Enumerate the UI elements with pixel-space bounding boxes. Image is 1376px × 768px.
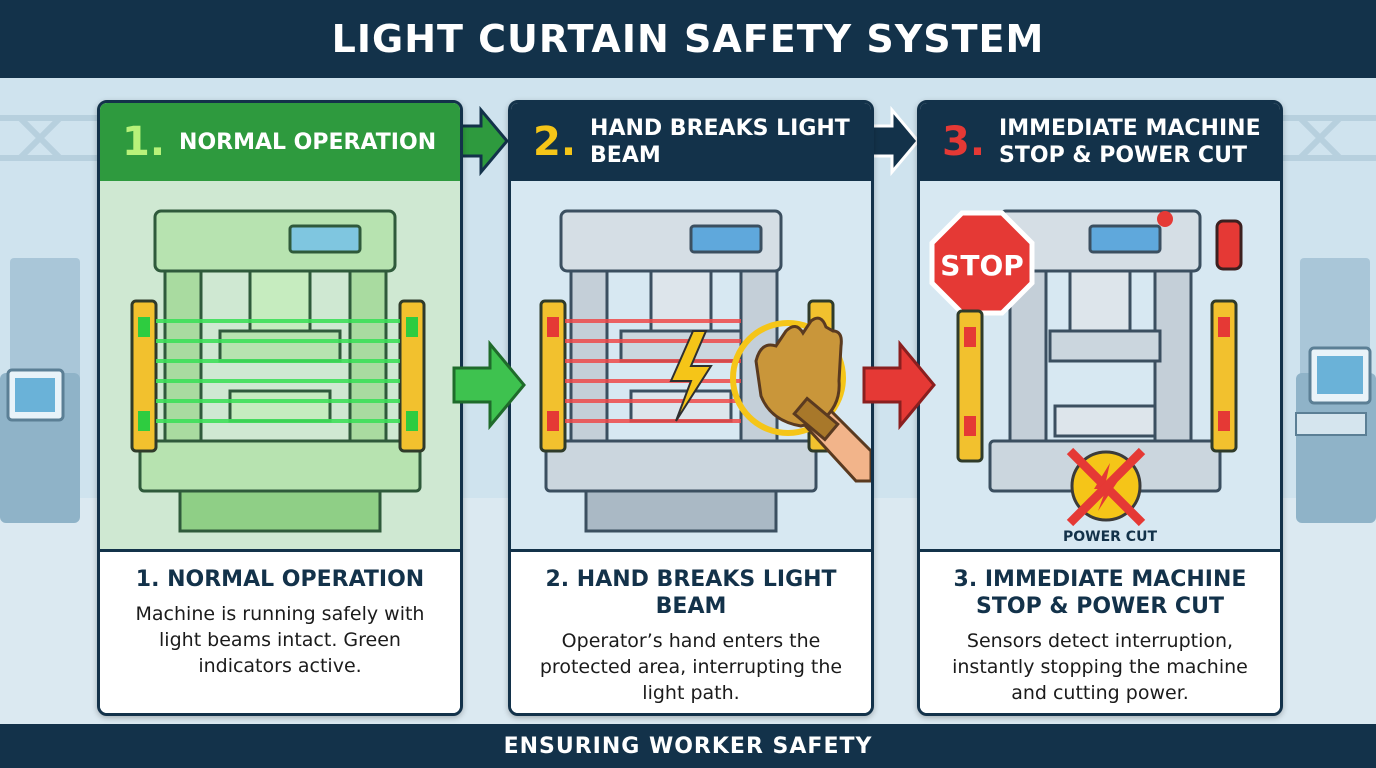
step-caption: 2. HAND BREAKS LIGHT BEAM Operator’s han… bbox=[511, 549, 871, 713]
page-title: LIGHT CURTAIN SAFETY SYSTEM bbox=[331, 17, 1045, 61]
light-curtain-receiver-right bbox=[398, 299, 426, 453]
gloved-hand-icon bbox=[754, 316, 871, 483]
light-curtain-receiver-right bbox=[1210, 299, 1238, 453]
stop-sign-icon: STOP bbox=[929, 210, 1035, 316]
power-cut-label: POWER CUT bbox=[1063, 529, 1157, 545]
step-header: 3. IMMEDIATE MACHINE STOP & POWER CUT bbox=[920, 103, 1280, 181]
step-caption: 1. NORMAL OPERATION Machine is running s… bbox=[100, 549, 460, 713]
caption-title: 1. NORMAL OPERATION bbox=[135, 567, 425, 592]
light-curtain-emitter-left bbox=[539, 299, 567, 453]
step-number: 1. bbox=[122, 119, 166, 165]
step-header: 1. NORMAL OPERATION bbox=[100, 103, 460, 181]
red-beacon-light bbox=[1215, 219, 1243, 271]
light-curtain-emitter-left bbox=[956, 309, 984, 463]
flow-arrow-top-1 bbox=[455, 106, 509, 176]
press-machine-stopped-illustration: STOP POWER CUT bbox=[920, 181, 1280, 549]
step-caption: 3. IMMEDIATE MACHINE STOP & POWER CUT Se… bbox=[920, 549, 1280, 713]
red-warning-lamp bbox=[1157, 211, 1173, 227]
step-header-label: IMMEDIATE MACHINE STOP & POWER CUT bbox=[999, 116, 1261, 168]
green-transition-arrow bbox=[452, 340, 526, 430]
step-number: 3. bbox=[942, 119, 986, 165]
light-curtain-emitter-left bbox=[130, 299, 158, 453]
press-machine bbox=[544, 209, 818, 533]
power-cut-icon bbox=[1066, 447, 1146, 527]
title-bar: LIGHT CURTAIN SAFETY SYSTEM bbox=[0, 0, 1376, 78]
caption-title: 3. IMMEDIATE MACHINE STOP & POWER CUT bbox=[953, 567, 1247, 619]
red-transition-arrow bbox=[862, 340, 936, 430]
red-light-beams bbox=[565, 319, 741, 423]
step-panel-hand-breaks-beam: 2. HAND BREAKS LIGHT BEAM bbox=[508, 100, 874, 716]
press-machine-normal-illustration bbox=[100, 181, 460, 549]
control-console-right bbox=[1295, 346, 1376, 523]
press-machine bbox=[138, 209, 422, 533]
control-console-left bbox=[0, 368, 80, 523]
caption-description: Operator’s hand enters the protected are… bbox=[539, 630, 843, 704]
press-machine-interrupted-illustration bbox=[511, 181, 871, 549]
lightning-bolt-icon bbox=[669, 330, 713, 422]
step-header: 2. HAND BREAKS LIGHT BEAM bbox=[511, 103, 871, 181]
step-header-label: NORMAL OPERATION bbox=[179, 129, 437, 155]
step-header-label: HAND BREAKS LIGHT BEAM bbox=[590, 116, 850, 168]
caption-description: Machine is running safely with light bea… bbox=[135, 603, 425, 677]
step-number: 2. bbox=[533, 119, 577, 165]
caption-description: Sensors detect interruption, instantly s… bbox=[952, 630, 1248, 704]
step-panel-machine-stop: 3. IMMEDIATE MACHINE STOP & POWER CUT ST… bbox=[917, 100, 1283, 716]
footer-bar: ENSURING WORKER SAFETY bbox=[0, 724, 1376, 768]
step-panel-normal-operation: 1. NORMAL OPERATION bbox=[97, 100, 463, 716]
flow-arrow-top-2 bbox=[866, 106, 920, 176]
interruption-highlight-circle bbox=[730, 320, 846, 436]
stop-sign-label: STOP bbox=[940, 249, 1024, 282]
footer-text: ENSURING WORKER SAFETY bbox=[503, 733, 873, 759]
green-light-beams bbox=[156, 319, 400, 423]
caption-title: 2. HAND BREAKS LIGHT BEAM bbox=[545, 567, 837, 619]
press-machine bbox=[988, 209, 1222, 493]
